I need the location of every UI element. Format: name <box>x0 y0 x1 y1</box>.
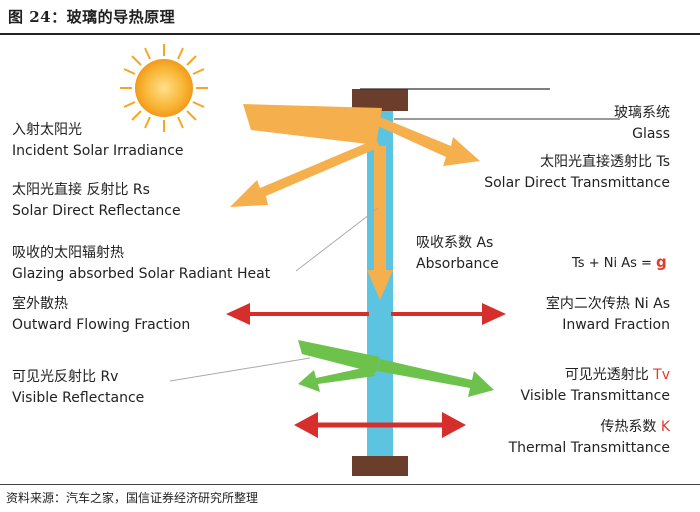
absorbed-label-en: Glazing absorbed Solar Radiant Heat <box>12 266 271 282</box>
incident-solar-arrow <box>243 104 382 145</box>
vistrans-label-cn: 可见光透射比 <box>564 367 654 383</box>
absorbed-leader-line <box>295 207 379 272</box>
glass-label-en: Glass <box>632 126 670 142</box>
figure-title: 图 24：玻璃的导热原理 <box>8 8 176 26</box>
absorb-label-sym: As <box>476 235 494 251</box>
top-rule <box>0 33 700 35</box>
visible-reflect-arrow <box>298 366 375 392</box>
bottom-frame <box>352 456 408 476</box>
reflect-label-cn: 太阳光直接 反射比 <box>12 182 133 198</box>
vistrans-label: 可见光透射比 Tv Visible Transmittance <box>521 365 670 407</box>
visrefl-label-cn: 可见光反射比 <box>12 369 101 385</box>
thermal-label-sym: K <box>660 419 670 435</box>
formula-g: g <box>656 253 667 271</box>
absorbed-label-cn: 吸收的太阳辐射热 <box>12 245 124 261</box>
absorb-label-en: Absorbance <box>416 256 499 272</box>
thermal-label-en: Thermal Transmittance <box>508 440 670 456</box>
visible-incident-arrow <box>298 340 380 373</box>
formula-text: Ts + Ni As = <box>572 256 657 271</box>
inward-label-sym: Ni As <box>634 296 670 312</box>
inward-label-cn: 室内二次传热 <box>545 296 635 312</box>
reflect-label-en: Solar Direct Reflectance <box>12 203 181 219</box>
visrefl-label: 可见光反射比 Rv Visible Reflectance <box>12 367 144 409</box>
thermal-label: 传热系数 K Thermal Transmittance <box>509 417 670 459</box>
incident-label-en: Incident Solar Irradiance <box>12 143 184 159</box>
glass-label: 玻璃系统 Glass <box>614 103 670 145</box>
thermal-double-arrow <box>294 412 466 438</box>
incident-label: 入射太阳光 Incident Solar Irradiance <box>12 120 184 162</box>
absorbed-label: 吸收的太阳辐射热 Glazing absorbed Solar Radiant … <box>12 243 270 285</box>
trans-label-cn: 太阳光直接透射比 <box>540 154 657 170</box>
source-note: 资料来源：汽车之家，国信证券经济研究所整理 <box>6 491 259 505</box>
outward-label-en: Outward Flowing Fraction <box>12 317 191 333</box>
sun-icon <box>120 44 208 132</box>
outward-label: 室外散热 Outward Flowing Fraction <box>12 294 190 336</box>
reflect-label-sym: Rs <box>132 182 150 198</box>
solar-transmit-arrow <box>378 117 480 166</box>
thermal-label-cn: 传热系数 <box>600 419 661 435</box>
glass-label-cn: 玻璃系统 <box>614 105 670 121</box>
absorb-label: 吸收系数 As Absorbance <box>416 233 499 275</box>
reflect-label: 太阳光直接 反射比 Rs Solar Direct Reflectance <box>12 180 181 222</box>
vistrans-label-sym: Tv <box>653 367 670 383</box>
outward-label-cn: 室外散热 <box>12 296 68 312</box>
visible-transmit-arrow <box>377 359 494 397</box>
inward-label-en: Inward Fraction <box>562 317 670 333</box>
absorb-label-cn: 吸收系数 <box>416 235 477 251</box>
trans-label-en: Solar Direct Transmittance <box>484 175 670 191</box>
formula-label: Ts + Ni As = g <box>572 252 667 274</box>
top-frame <box>352 89 408 111</box>
outward-heat-arrow <box>226 303 369 325</box>
vistrans-label-en: Visible Transmittance <box>520 388 670 404</box>
inward-label: 室内二次传热 Ni As Inward Fraction <box>546 294 670 336</box>
solar-reflect-arrow <box>230 139 380 207</box>
trans-label-sym: Ts <box>656 154 670 170</box>
visrefl-label-sym: Rv <box>100 369 119 385</box>
trans-label: 太阳光直接透射比 Ts Solar Direct Transmittance <box>484 152 670 194</box>
visrefl-leader-line <box>169 357 311 382</box>
inward-heat-arrow <box>391 303 506 325</box>
bottom-rule <box>0 484 700 485</box>
incident-label-cn: 入射太阳光 <box>12 122 82 138</box>
visrefl-label-en: Visible Reflectance <box>12 390 145 406</box>
absorbed-heat-arrow <box>367 146 393 300</box>
